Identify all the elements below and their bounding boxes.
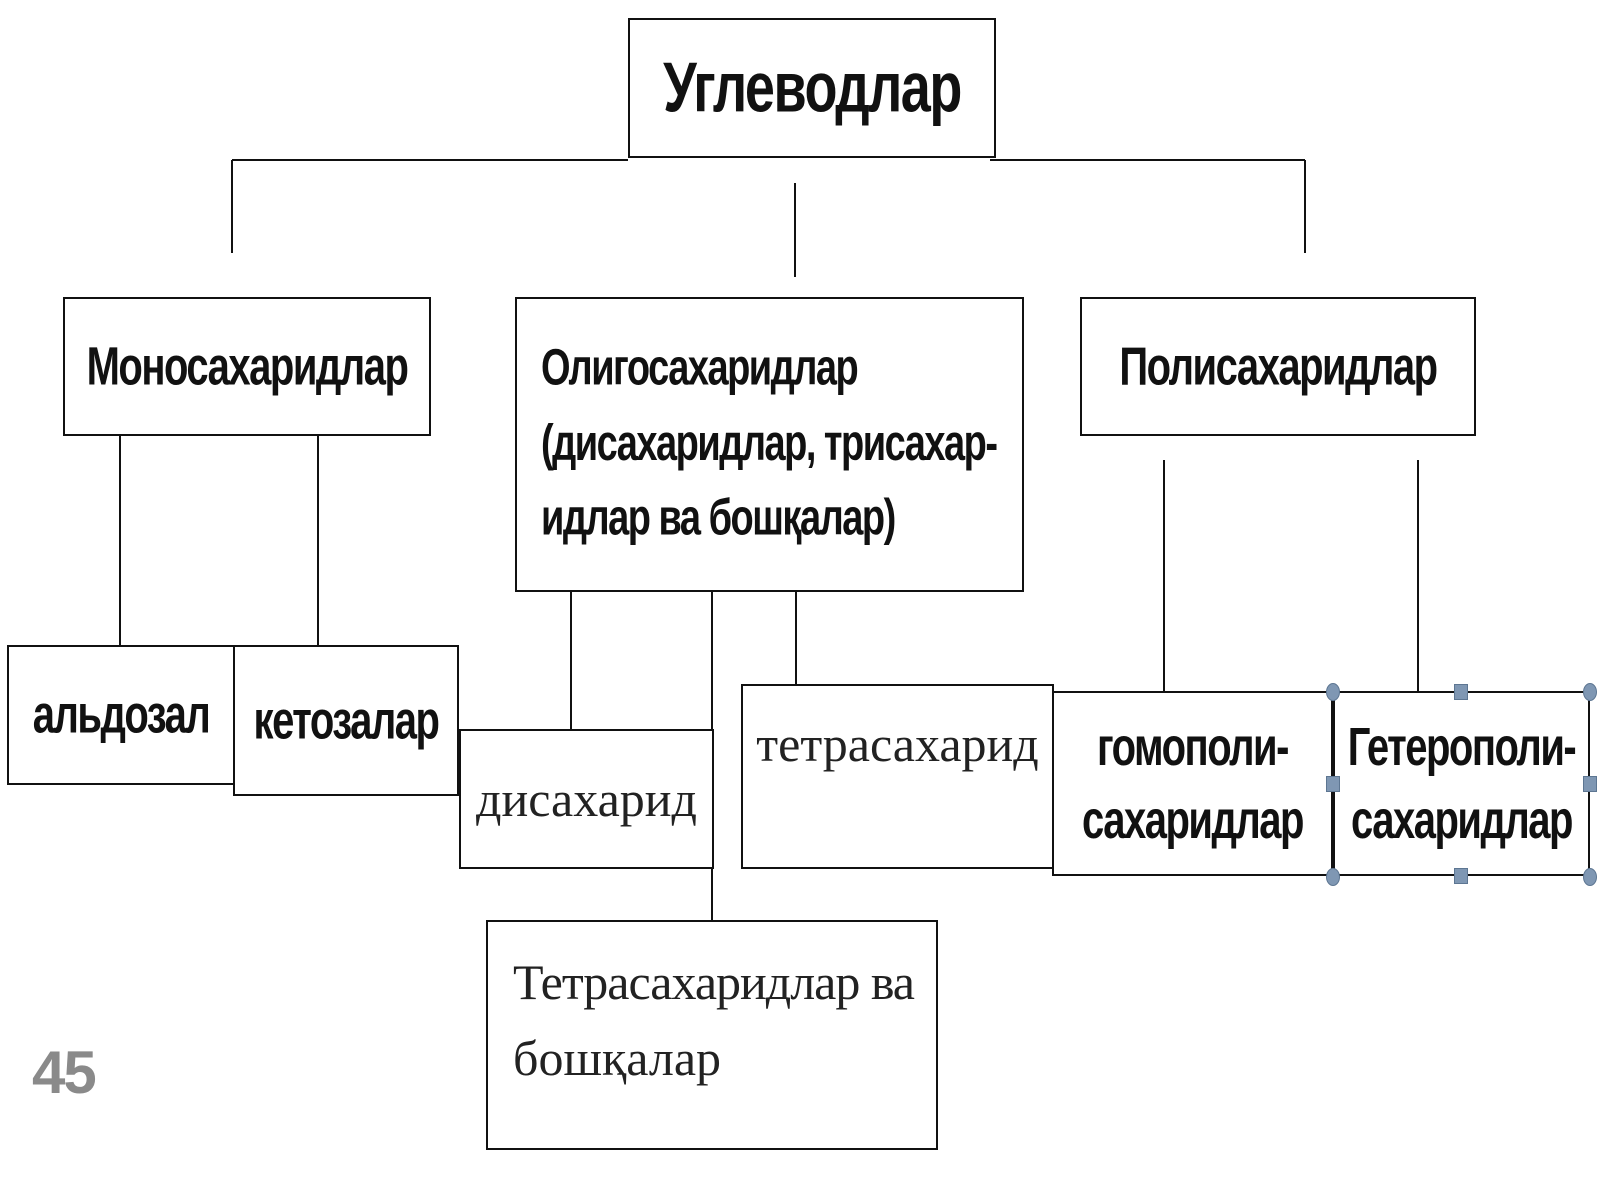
tetra-others-line-1: Тетрасахаридлар ва [513,954,915,1010]
oligo-label-line-3: идлар ва бошқалар) [541,490,896,547]
node-disaccharide: дисахарид [459,729,714,869]
root-label: Углеводлар [663,48,962,127]
resize-handle-top-right[interactable] [1583,683,1597,701]
resize-handle-top-left[interactable] [1326,683,1340,701]
node-aldoses: альдозал [7,645,235,785]
disaccharide-label: дисахарид [476,771,697,827]
homo-label-line-1: гомополи- [1097,717,1289,777]
oligo-label-line-2: (дисахаридлар, трисахар- [541,415,998,472]
resize-handle-bottom-center[interactable] [1454,868,1468,884]
resize-handle-top-center[interactable] [1454,684,1468,700]
hetero-label-block: Гетерополи- сахаридлар [1347,715,1577,853]
homo-label-line-2: сахаридлар [1082,790,1304,850]
aldoses-label: альдозал [32,685,211,745]
oligo-label-line-1: Олигосахаридлар [541,340,859,397]
tetra-others-line-2: бошқалар [513,1030,722,1086]
mono-label: Моносахаридлар [86,336,409,397]
resize-handle-middle-right[interactable] [1583,776,1597,792]
resize-handle-bottom-left[interactable] [1326,868,1340,886]
page-number: 45 [32,1039,97,1106]
node-oligosaccharides: Олигосахаридлар (дисахаридлар, трисахар-… [515,297,1024,592]
hetero-label-line-1: Гетерополи- [1347,717,1577,777]
resize-handle-middle-left[interactable] [1326,776,1340,792]
tetra-others-label-block: Тетрасахаридлар ва бошқалар [513,952,915,1088]
hetero-label-line-2: сахаридлар [1351,790,1573,850]
node-monosaccharides: Моносахаридлар [63,297,431,436]
poly-label: Полисахаридлар [1119,336,1438,397]
homo-label-block: гомополи- сахаридлар [1082,715,1304,853]
resize-handle-bottom-right[interactable] [1583,868,1597,886]
node-root: Углеводлар [628,18,996,158]
node-tetrasaccharides-and-others: Тетрасахаридлар ва бошқалар [486,920,938,1150]
oligo-label-block: Олигосахаридлар (дисахаридлар, трисахар-… [541,339,998,551]
tetrasaccharide-label: тетрасахарид [756,716,1039,772]
node-tetrasaccharide: тетрасахарид [741,684,1054,869]
node-ketoses: кетозалар [233,645,459,796]
node-heteropolysaccharides[interactable]: Гетерополи- сахаридлар [1333,691,1590,876]
ketoses-label: кетозалар [253,690,440,751]
node-polysaccharides: Полисахаридлар [1080,297,1476,436]
node-homopolysaccharides: гомополи- сахаридлар [1052,691,1333,876]
